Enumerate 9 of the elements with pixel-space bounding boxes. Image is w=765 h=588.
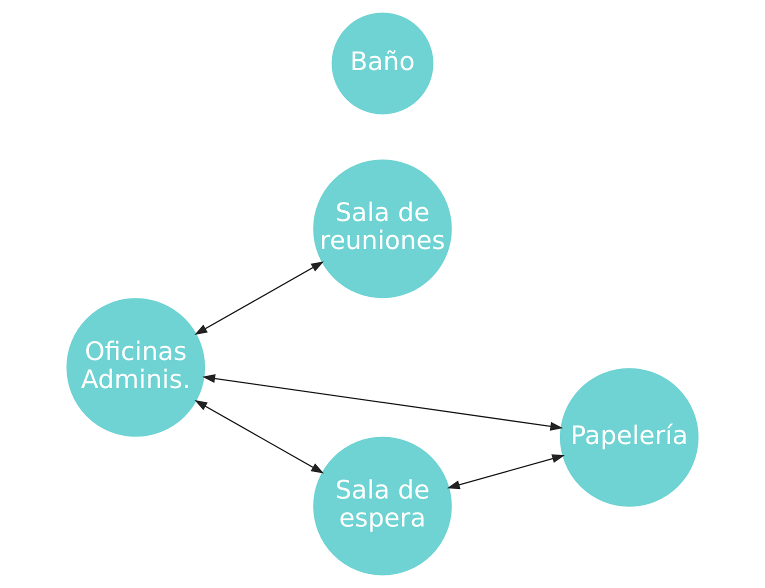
node-circle: Sala de espera: [313, 436, 452, 576]
node-circle: Sala de reuniones: [313, 160, 452, 298]
arrow: [194, 261, 324, 335]
arrow: [447, 454, 565, 490]
node-circle: Oficinas Adminis.: [66, 298, 206, 437]
arrow: [194, 400, 324, 474]
arrow: [202, 374, 564, 431]
node-circle: Papelería: [560, 368, 699, 507]
node-circle: Baño: [332, 12, 434, 114]
